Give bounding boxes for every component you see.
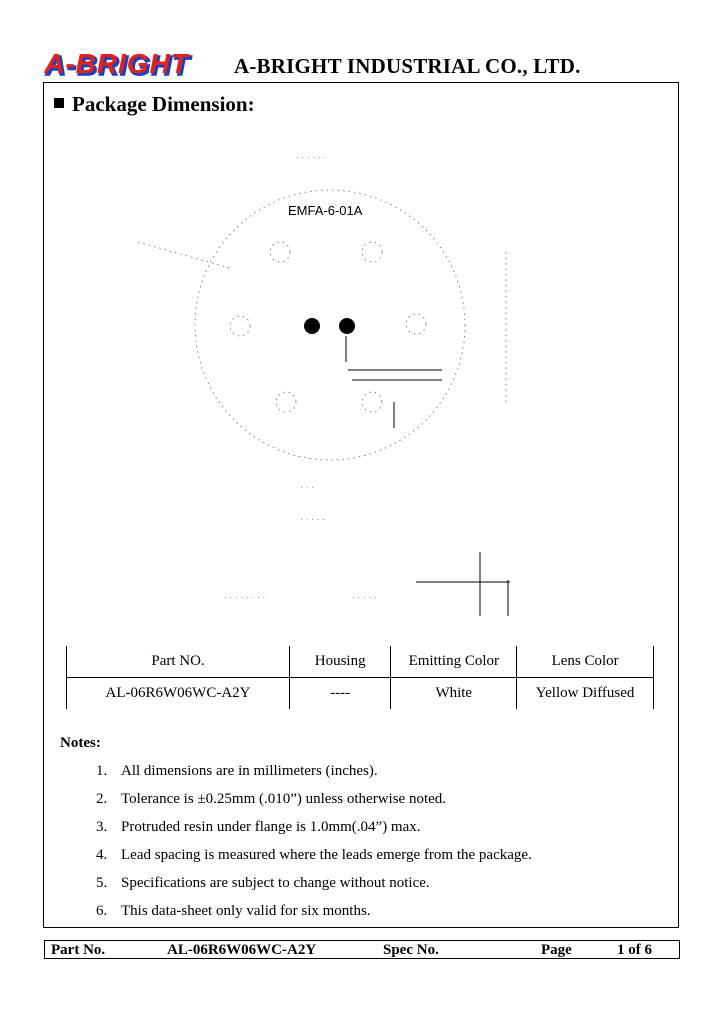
section-title: Package Dimension: [54, 92, 255, 117]
list-item: 4. Lead spacing is measured where the lea… [96, 844, 532, 872]
footer-part-value: AL-06R6W06WC-A2Y [167, 942, 317, 958]
square-bullet-icon [54, 98, 64, 108]
footer-spec-label: Spec No. [383, 942, 439, 958]
package-dimension-drawing: · · · · · · · · · · · · · · · · · · · · … [137, 152, 510, 616]
svg-text:A-BRIGHT: A-BRIGHT [45, 50, 193, 80]
note-text: Lead spacing is measured where the leads… [121, 847, 532, 863]
column-header-part-no: Part NO. [65, 646, 291, 678]
note-number: 5. [96, 875, 108, 891]
cell-housing: ---- [289, 677, 392, 709]
svg-text:· · · · ·: · · · · · [352, 592, 377, 602]
footer-page-label: Page [541, 942, 572, 958]
note-text: All dimensions are in millimeters (inche… [121, 763, 378, 779]
note-number: 2. [96, 791, 108, 807]
note-number: 1. [96, 763, 108, 779]
package-outline [194, 189, 466, 461]
parts-table: Part NO. Housing Emitting Color Lens Col… [65, 646, 654, 709]
list-item: 1. All dimensions are in millimeters (inc… [96, 760, 532, 788]
note-text: Protruded resin under flange is 1.0mm(.0… [121, 819, 421, 835]
svg-text:· · · · · ·: · · · · · · [296, 152, 327, 162]
footer-part-label: Part No. [51, 942, 106, 958]
note-text: This data-sheet only valid for six month… [121, 903, 371, 919]
section-title-text: Package Dimension: [72, 92, 255, 116]
cell-part-no: AL-06R6W06WC-A2Y [65, 677, 291, 709]
led-pad-1 [269, 241, 291, 263]
company-logo: A-BRIGHT A-BRIGHT [44, 50, 193, 80]
page-header: A-BRIGHT A-BRIGHT A-BRIGHT INDUSTRIAL CO… [44, 48, 680, 82]
note-number: 6. [96, 903, 108, 919]
led-pad-4 [405, 313, 427, 335]
company-name: A-BRIGHT INDUSTRIAL CO., LTD. [234, 54, 581, 78]
note-number: 4. [96, 847, 108, 863]
column-header-lens-color: Lens Color [516, 646, 654, 678]
led-pad-6 [361, 391, 383, 413]
black-terminal-left [304, 318, 320, 334]
cell-lens-color: Yellow Diffused [516, 677, 654, 709]
svg-text:· · ·: · · · [300, 482, 314, 492]
list-item: 6. This data-sheet only valid for six mon… [96, 900, 532, 928]
list-item: 5. Specifications are subject to change w… [96, 872, 532, 900]
black-terminal-right [339, 318, 355, 334]
svg-text:· · · · ·: · · · · · [300, 514, 325, 524]
svg-text:· · · · · · · ·: · · · · · · · · [224, 592, 265, 602]
footer-page-value: 1 of 6 [617, 942, 652, 958]
table-row: AL-06R6W06WC-A2Y ---- White Yellow Diffu… [65, 677, 654, 709]
list-item: 2. Tolerance is ±0.25mm (.010”) unless ot… [96, 788, 532, 816]
note-text: Specifications are subject to change wit… [121, 875, 430, 891]
led-pad-5 [275, 391, 297, 413]
svg-text:A-BRIGHT: A-BRIGHT [44, 50, 191, 79]
cell-emitting-color: White [390, 677, 518, 709]
led-pad-3 [229, 315, 251, 337]
note-number: 3. [96, 819, 108, 835]
content-frame [43, 82, 679, 928]
column-header-emitting-color: Emitting Color [390, 646, 518, 678]
page-footer: Part No. AL-06R6W06WC-A2Y Spec No. Page … [44, 940, 680, 959]
list-item: 3. Protruded resin under flange is 1.0mm(… [96, 816, 532, 844]
led-pad-2 [361, 241, 383, 263]
table-header-row: Part NO. Housing Emitting Color Lens Col… [65, 646, 654, 678]
drawing-model-label: EMFA-6-01A [288, 203, 363, 218]
notes-list: 1. All dimensions are in millimeters (inc… [96, 760, 532, 928]
note-text: Tolerance is ±0.25mm (.010”) unless othe… [121, 791, 447, 807]
column-header-housing: Housing [289, 646, 392, 678]
notes-title: Notes: [60, 735, 101, 751]
